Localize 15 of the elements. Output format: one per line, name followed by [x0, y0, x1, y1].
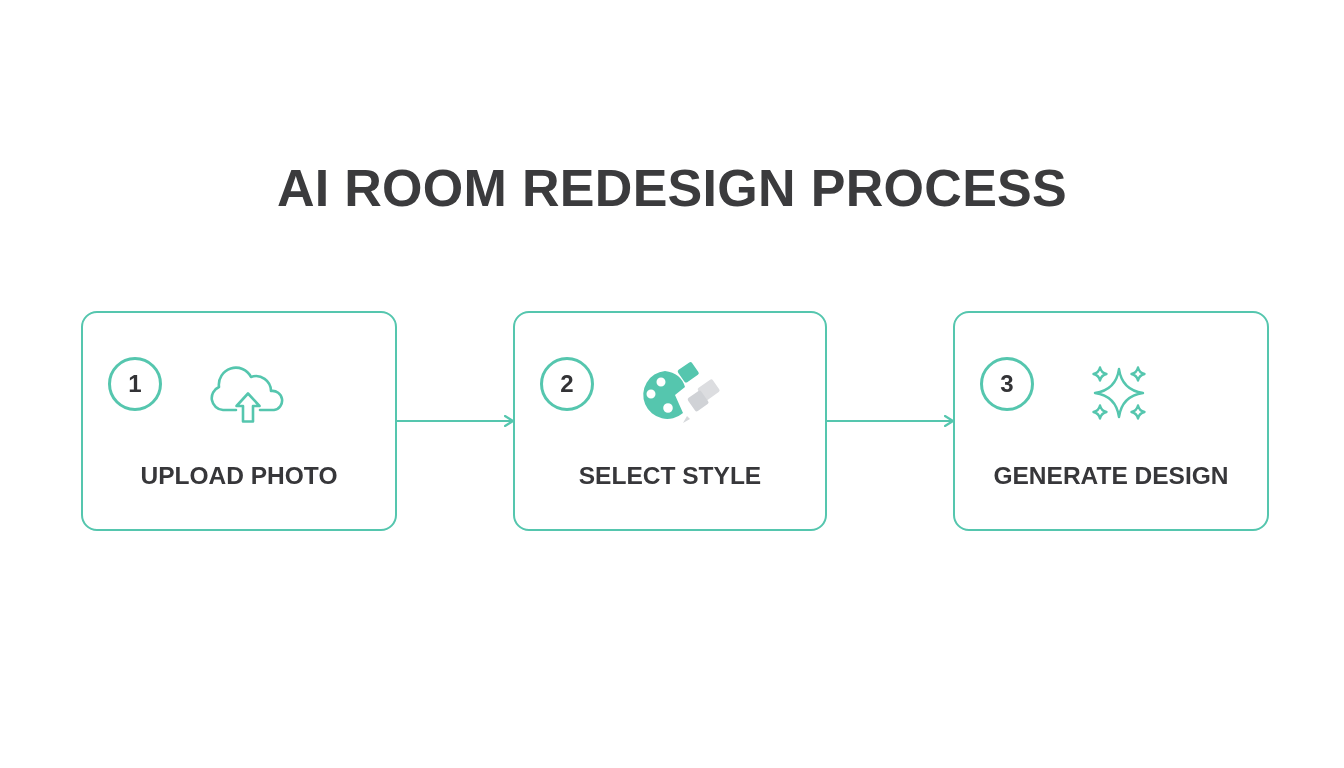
step-number: 2: [560, 372, 574, 396]
step-number: 1: [128, 372, 142, 396]
step-number: 3: [1000, 372, 1014, 396]
diagram-title: AI ROOM REDESIGN PROCESS: [276, 159, 1068, 217]
step-label: GENERATE DESIGN: [993, 462, 1229, 489]
step-card: [81, 311, 397, 531]
step-label: UPLOAD PHOTO: [140, 462, 338, 489]
step-number-circle: [108, 357, 162, 411]
step-card: [953, 311, 1269, 531]
arrow: [395, 414, 515, 428]
step-label: SELECT STYLE: [578, 462, 762, 489]
step-card: [513, 311, 827, 531]
step-number-circle: [540, 357, 594, 411]
step-number-circle: [980, 357, 1034, 411]
arrow: [825, 414, 955, 428]
